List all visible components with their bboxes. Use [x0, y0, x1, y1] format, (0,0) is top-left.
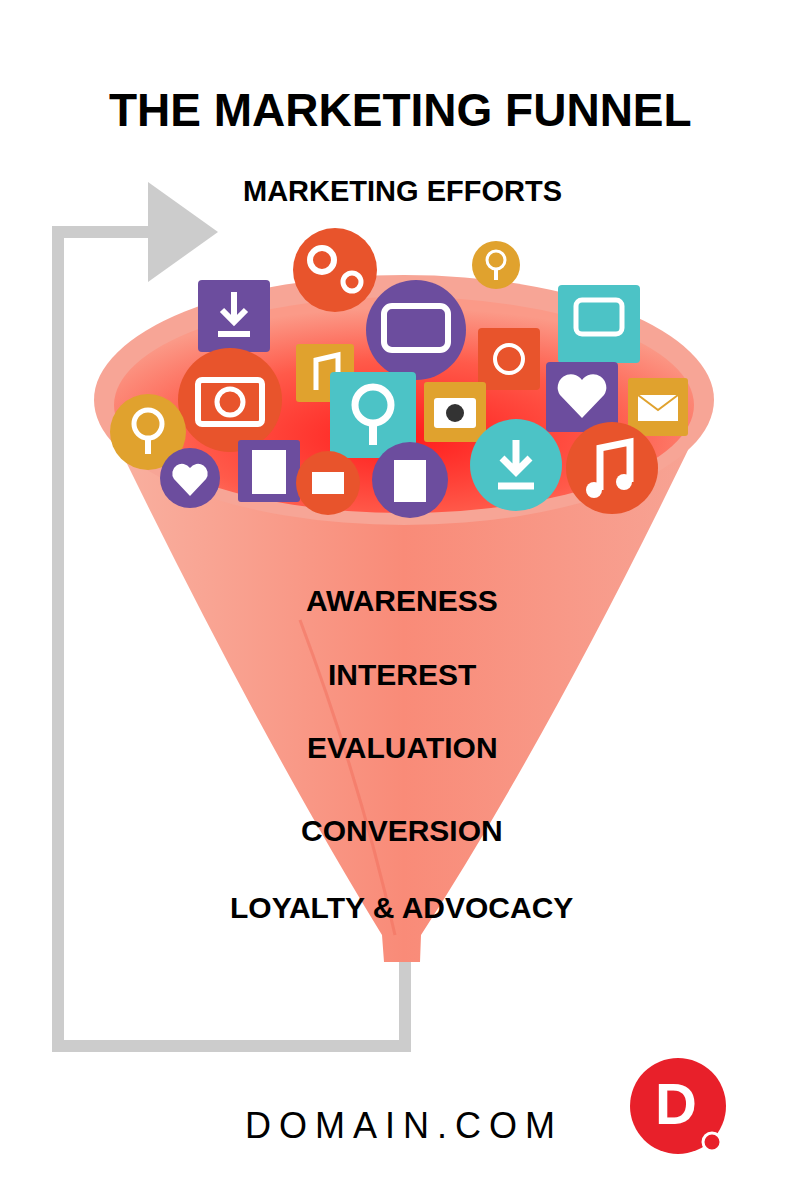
funnel-rim: [94, 275, 714, 525]
diagram-title: THE MARKETING FUNNEL: [109, 85, 692, 136]
stage-label: CONVERSION: [301, 814, 503, 847]
logo-disc: [630, 1058, 726, 1154]
marketing-icons: [110, 228, 688, 518]
brand-url: DOMAIN.COM: [245, 1106, 563, 1146]
logo-dot: [703, 1133, 721, 1151]
logo-letter: D: [655, 1072, 697, 1136]
arrow-head: [148, 182, 218, 282]
funnel-cone: [96, 400, 712, 962]
section-heading: MARKETING EFFORTS: [243, 176, 562, 208]
stage-label: LOYALTY & ADVOCACY: [230, 891, 573, 924]
stage-label: EVALUATION: [307, 731, 498, 764]
stage-label: AWARENESS: [306, 584, 498, 617]
stage-label: INTEREST: [328, 658, 476, 691]
